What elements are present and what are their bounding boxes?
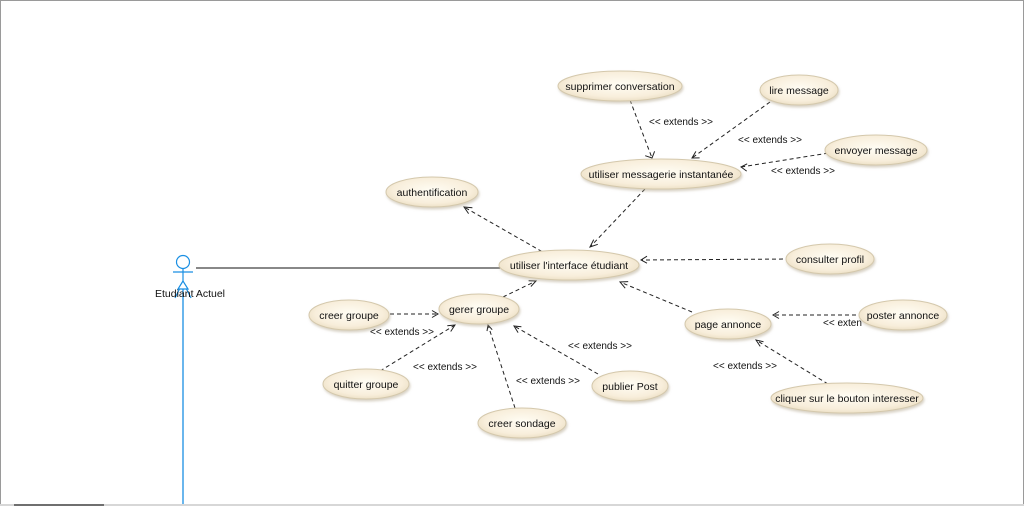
- dep-profil-interface: [640, 258, 791, 261]
- dep-annonce-interface: [619, 281, 693, 313]
- uc-lire-message[interactable]: [759, 74, 839, 106]
- uc-creer-sondage[interactable]: [477, 407, 567, 439]
- dependency-arrowheads: [431, 151, 780, 347]
- uc-quitter-groupe[interactable]: [322, 368, 410, 400]
- uc-poster-annonce[interactable]: [858, 299, 948, 331]
- dep-interface-auth: [463, 206, 549, 256]
- uc-utiliser-messagerie[interactable]: [580, 158, 742, 190]
- uc-cliquer-bouton[interactable]: [770, 382, 924, 414]
- extends-label: << extends >>: [413, 362, 477, 373]
- use-cases: [308, 70, 948, 439]
- uc-label: lire message: [769, 85, 829, 97]
- extends-label: << extends >>: [738, 135, 802, 146]
- dep-envoyer-messagerie: [740, 151, 836, 168]
- uc-creer-groupe[interactable]: [308, 299, 390, 331]
- dep-sondage-gerer: [487, 324, 516, 409]
- actor-label: Etudiant Actuel: [155, 288, 225, 300]
- dep-supprimer-messagerie: [629, 99, 653, 159]
- use-case-labels: supprimer conversation lire message envo…: [319, 81, 939, 430]
- uc-label: publier Post: [602, 381, 658, 393]
- uc-authentification[interactable]: [385, 176, 479, 208]
- uc-label: creer groupe: [319, 310, 379, 322]
- uc-label: page annonce: [695, 319, 762, 331]
- dep-lire-messagerie: [691, 101, 771, 159]
- extends-label: << extends >>: [649, 117, 713, 128]
- uc-label: creer sondage: [488, 418, 555, 430]
- uc-label: utiliser l'interface étudiant: [510, 260, 628, 272]
- dep-quitter-gerer: [379, 324, 456, 372]
- uc-label: envoyer message: [835, 145, 918, 157]
- uc-label: consulter profil: [796, 254, 864, 266]
- extends-labels: << extends >> << extends >> << extends >…: [370, 117, 862, 387]
- uc-label: supprimer conversation: [565, 81, 674, 93]
- actor-figure[interactable]: [173, 254, 193, 299]
- dep-messagerie-interface: [589, 188, 646, 248]
- uc-label: quitter groupe: [334, 379, 399, 391]
- dep-gerer-interface: [502, 280, 537, 298]
- extends-label: << extends >>: [516, 376, 580, 387]
- dependency-lines: [379, 99, 856, 409]
- dep-post-gerer: [513, 325, 599, 375]
- uc-label: authentification: [397, 187, 468, 199]
- uc-label: utiliser messagerie instantanée: [589, 169, 734, 181]
- extends-label: << extends >>: [771, 166, 835, 177]
- horizontal-scrollbar[interactable]: [0, 504, 1024, 506]
- extends-label: << extends >>: [568, 341, 632, 352]
- dep-cliquer-annonce: [755, 339, 829, 385]
- uc-consulter-profil[interactable]: [785, 243, 875, 275]
- scrollbar-thumb[interactable]: [14, 504, 104, 506]
- uc-page-annonce[interactable]: [684, 308, 772, 340]
- extends-label-clipped: << exten: [823, 318, 862, 329]
- extends-label: << extends >>: [713, 361, 777, 372]
- uc-label: gerer groupe: [449, 304, 509, 316]
- uc-label: cliquer sur le bouton interesser: [775, 393, 919, 405]
- uc-publier-post[interactable]: [591, 370, 669, 402]
- uc-envoyer-message[interactable]: [824, 134, 928, 166]
- extends-label: << extends >>: [370, 327, 434, 338]
- uc-gerer-groupe[interactable]: [438, 293, 520, 325]
- uc-supprimer-conversation[interactable]: [557, 70, 683, 102]
- uc-utiliser-interface[interactable]: [498, 249, 640, 281]
- uc-label: poster annonce: [867, 310, 940, 322]
